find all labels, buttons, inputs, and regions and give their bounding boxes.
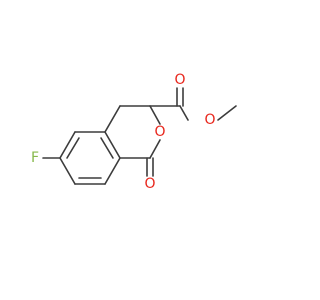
bond-c4a-c4 <box>104 105 121 133</box>
bond-c8a-c8 <box>104 157 121 185</box>
bond-o-methyl <box>217 105 237 121</box>
ester-carbonyl-oxygen-label: O <box>174 72 185 88</box>
bond-c4a-c8a <box>104 131 121 159</box>
lactone-carbonyl-oxygen-label: O <box>144 176 155 192</box>
bond-c3-o2 <box>149 105 161 125</box>
bond-c4a-c8a-inner <box>100 137 114 159</box>
bond-c6-c5-inner <box>66 137 80 159</box>
bond-cester-o-single <box>179 105 189 121</box>
bond-c7-c6 <box>59 157 76 185</box>
bond-o2-c1 <box>149 139 161 159</box>
ester-ether-oxygen-label: O <box>204 112 215 128</box>
bond-c6-c5 <box>59 131 76 159</box>
ring-oxygen-label: O <box>154 124 165 140</box>
molecule-structure-svg: F O O O O <box>0 0 300 300</box>
molecule-structure-canvas: F O O O O <box>0 0 300 300</box>
background <box>0 0 300 300</box>
fluorine-label: F <box>31 150 39 166</box>
